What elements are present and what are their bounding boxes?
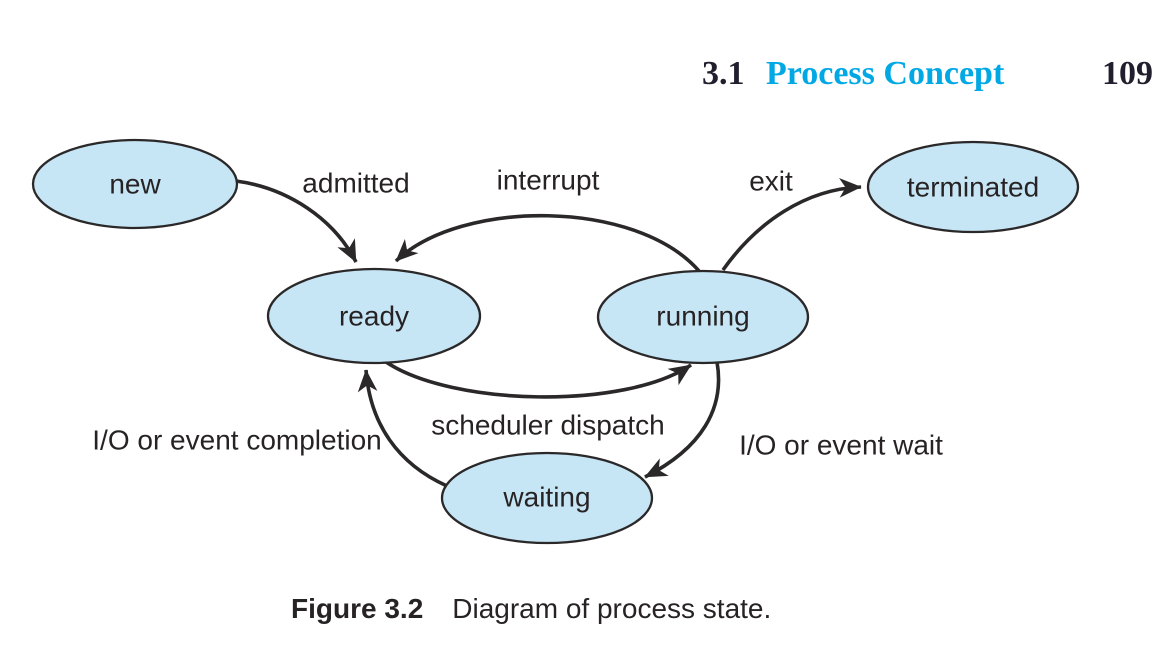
state-new-label: new xyxy=(109,168,161,200)
state-ready-ellipse xyxy=(266,267,482,365)
state-new-ellipse xyxy=(31,138,239,230)
transition-io-completion-arrow xyxy=(357,369,448,488)
section-title: Process Concept xyxy=(766,55,1005,92)
transition-interrupt-arrow xyxy=(394,213,701,273)
transition-exit-arrow xyxy=(721,177,862,272)
state-terminated-label: terminated xyxy=(906,171,1040,203)
transition-scheduler-dispatch-label: scheduler dispatch xyxy=(431,409,665,441)
transition-exit-label: exit xyxy=(749,165,793,197)
transition-scheduler-dispatch-arrow xyxy=(385,360,693,399)
state-terminated-ellipse xyxy=(866,140,1080,234)
transition-interrupt-label: interrupt xyxy=(496,164,600,196)
page-number: 109 xyxy=(1102,55,1153,92)
transition-admitted-arrow xyxy=(235,179,358,263)
state-waiting-ellipse xyxy=(440,451,654,545)
figure-caption-number: Figure 3.2 xyxy=(291,593,424,624)
transition-admitted-label: admitted xyxy=(302,167,410,199)
transition-io-completion-label: I/O or event completion xyxy=(92,424,382,456)
running-head: 3.1 Process Concept 109 xyxy=(0,54,1173,94)
figure-caption: Figure 3.2 Diagram of process state. xyxy=(291,593,771,625)
section-number: 3.1 xyxy=(702,55,745,92)
state-running-ellipse xyxy=(596,269,810,365)
transition-io-wait-arrow xyxy=(644,361,721,479)
figure-caption-text: Diagram of process state. xyxy=(452,593,772,624)
state-waiting-label: waiting xyxy=(503,481,591,513)
transition-io-wait-label: I/O or event wait xyxy=(739,429,943,461)
state-ready-label: ready xyxy=(338,300,410,332)
state-running-label: running xyxy=(656,300,750,332)
